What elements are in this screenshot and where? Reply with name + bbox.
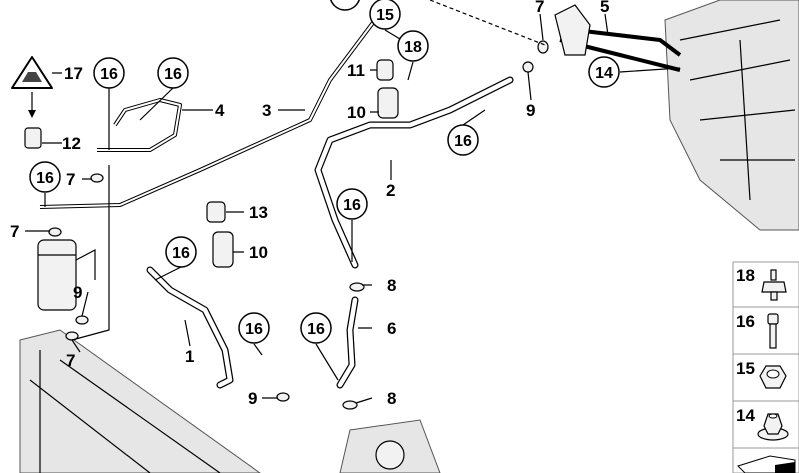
callout-16: 16 — [307, 321, 325, 338]
hose-1 — [146, 266, 234, 389]
pressure-sensor-12 — [24, 127, 42, 149]
callout-16: 16 — [100, 66, 118, 83]
expansion-valve — [554, 4, 591, 56]
callout-16: 16 — [454, 133, 472, 150]
circled-callouts: 16 16 16 16 16 16 16 16 15 18 14 — [29, 0, 620, 344]
callout-7: 7 — [535, 0, 544, 16]
pipe-3 — [39, 0, 382, 209]
callout-9: 9 — [526, 101, 535, 120]
callout-14: 14 — [595, 65, 613, 82]
flange-nut-icon — [757, 413, 789, 441]
rubber-mount-icon — [761, 269, 787, 301]
legend-number: 16 — [736, 312, 755, 331]
valve-caps — [206, 59, 399, 268]
callout-9: 9 — [73, 283, 82, 302]
callout-3: 3 — [262, 101, 271, 120]
callout-8: 8 — [387, 389, 396, 408]
callout-10: 10 — [347, 103, 366, 122]
hex-nut-icon — [759, 365, 787, 389]
callout-7: 7 — [66, 170, 75, 189]
condenser-drawing — [19, 329, 261, 473]
heater-box-drawing — [664, 0, 799, 231]
plain-callouts: 17 12 7 7 4 3 11 10 9 7 5 2 13 10 9 7 8 … — [10, 0, 609, 408]
callout-2: 2 — [386, 181, 395, 200]
warning-triangle-icon — [11, 56, 53, 118]
cut-off-callout — [330, 0, 360, 11]
callout-10: 10 — [249, 243, 268, 262]
callout-7: 7 — [66, 351, 75, 370]
callout-8: 8 — [387, 276, 396, 295]
bolt-icon — [767, 313, 779, 349]
arrow-icon — [737, 455, 796, 473]
callout-6: 6 — [387, 319, 396, 338]
hose-2 — [314, 76, 514, 269]
callout-13: 13 — [249, 203, 268, 222]
callout-17: 17 — [64, 64, 83, 83]
compressor-drawing — [339, 419, 441, 473]
callout-7: 7 — [10, 222, 19, 241]
callout-16: 16 — [343, 197, 361, 214]
callout-9: 9 — [248, 389, 257, 408]
legend-number: 18 — [736, 266, 755, 285]
parts-legend: 18 16 15 14 — [732, 261, 799, 473]
callout-1: 1 — [185, 347, 194, 366]
callout-11: 11 — [347, 61, 365, 80]
callout-15: 15 — [376, 7, 394, 24]
callout-16: 16 — [164, 66, 182, 83]
callout-18: 18 — [404, 39, 422, 56]
legend-number: 14 — [736, 406, 755, 425]
legend-number: 15 — [736, 359, 755, 378]
pipe-4 — [97, 98, 182, 152]
leader-lines — [25, 0, 681, 404]
hose-6 — [336, 296, 359, 389]
callout-5: 5 — [600, 0, 609, 16]
callout-16: 16 — [245, 321, 263, 338]
callout-16: 16 — [172, 245, 190, 262]
callout-16: 16 — [36, 170, 54, 187]
callout-12: 12 — [62, 134, 81, 153]
callout-4: 4 — [215, 101, 225, 120]
receiver-drier-drawing — [37, 239, 96, 311]
